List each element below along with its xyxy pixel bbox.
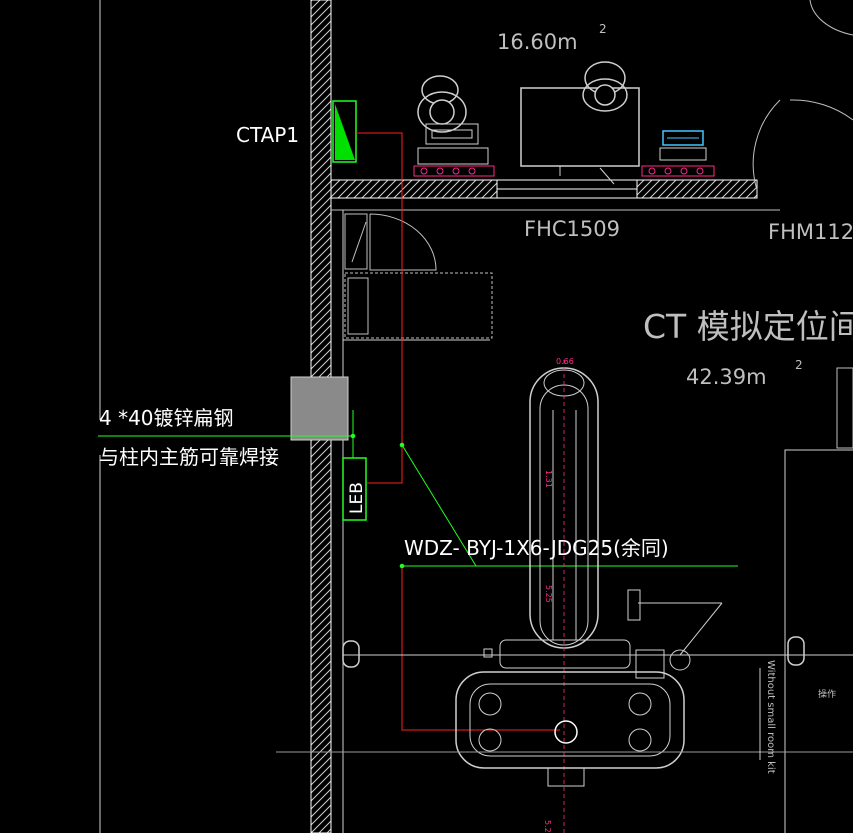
red-wiring — [356, 132, 560, 731]
cabinet-note: 操作 — [818, 688, 836, 700]
console-desk — [520, 61, 640, 185]
leb-box[interactable] — [342, 457, 367, 521]
ct-room-area-sup: 2 — [795, 358, 803, 372]
couch-dim-mid: 1.31 — [544, 470, 553, 488]
leb-label: LEB — [347, 482, 367, 514]
flat-steel-note-line1: 4 *40镀锌扁钢 — [99, 406, 234, 430]
grounding-box[interactable] — [290, 376, 349, 441]
ctap1-label: CTAP1 — [236, 123, 299, 147]
door-fhc1509: FHC1509 — [524, 217, 620, 241]
ctap1-panel[interactable] — [332, 100, 357, 163]
upper-room-area-sup: 2 — [599, 22, 607, 36]
door-fhm1121: FHM1121 — [768, 220, 853, 244]
ct-gantry — [276, 589, 853, 787]
flat-steel-note-line2: 与柱内主筋可靠焊接 — [99, 445, 279, 469]
ct-couch — [529, 360, 599, 833]
workstation-right — [641, 130, 715, 177]
inner-room-outlines — [342, 0, 853, 833]
ground-flat-steel — [98, 410, 738, 569]
operator-chair-left — [413, 75, 495, 177]
ct-room-area: 42.39m — [686, 365, 767, 389]
couch-dim-bottom: 5.25 — [543, 820, 552, 833]
couch-dim-low: 5.25 — [544, 585, 553, 603]
wall-lamps — [342, 636, 805, 760]
cable-spec-label: WDZ- BYJ-1X6-JDG25(余同) — [404, 536, 669, 560]
couch-dim-top: 0.66 — [556, 357, 574, 366]
side-note-vertical: Without small room kit — [765, 660, 776, 774]
upper-room-area: 16.60m — [497, 30, 578, 54]
ct-room-name: CT 模拟定位间 — [643, 307, 853, 346]
horizontal-wall — [330, 179, 780, 211]
